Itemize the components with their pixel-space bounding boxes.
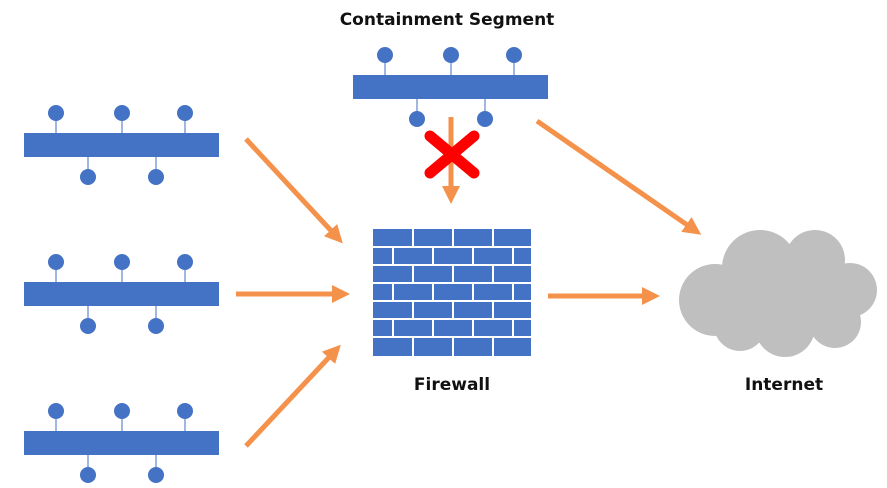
host-node [80,467,96,483]
host-node [148,169,164,185]
host-node [148,318,164,334]
host-node [148,467,164,483]
host-node [409,111,425,127]
host-node [48,403,64,419]
host-node [377,47,393,63]
host-node [48,105,64,121]
red-x-icon [424,130,480,179]
containment-segment [353,47,548,127]
host-node [48,254,64,270]
network-segment-1 [24,105,219,185]
host-node [114,254,130,270]
host-node [477,111,493,127]
segment-bar [24,431,219,455]
host-node [80,318,96,334]
host-node [506,47,522,63]
network-segment-2 [24,254,219,334]
host-node [177,105,193,121]
arrow-containment-to-internet [535,118,702,235]
traffic-arrows [236,117,702,448]
firewall-label: Firewall [413,375,491,395]
arrow-segment1-to-firewall [244,137,343,244]
host-node [177,254,193,270]
cloud-icon [679,230,877,357]
internet-label: Internet [744,375,824,395]
host-node [80,169,96,185]
containment-segment-label: Containment Segment [339,10,555,30]
host-node [114,403,130,419]
arrow-segment3-to-firewall [244,344,341,448]
segment-bar [24,133,219,157]
segment-bar [24,282,219,306]
network-segment-3 [24,403,219,483]
host-node [114,105,130,121]
segment-bar [353,75,548,99]
host-node [443,47,459,63]
brick-wall-icon [373,229,531,356]
host-node [177,403,193,419]
